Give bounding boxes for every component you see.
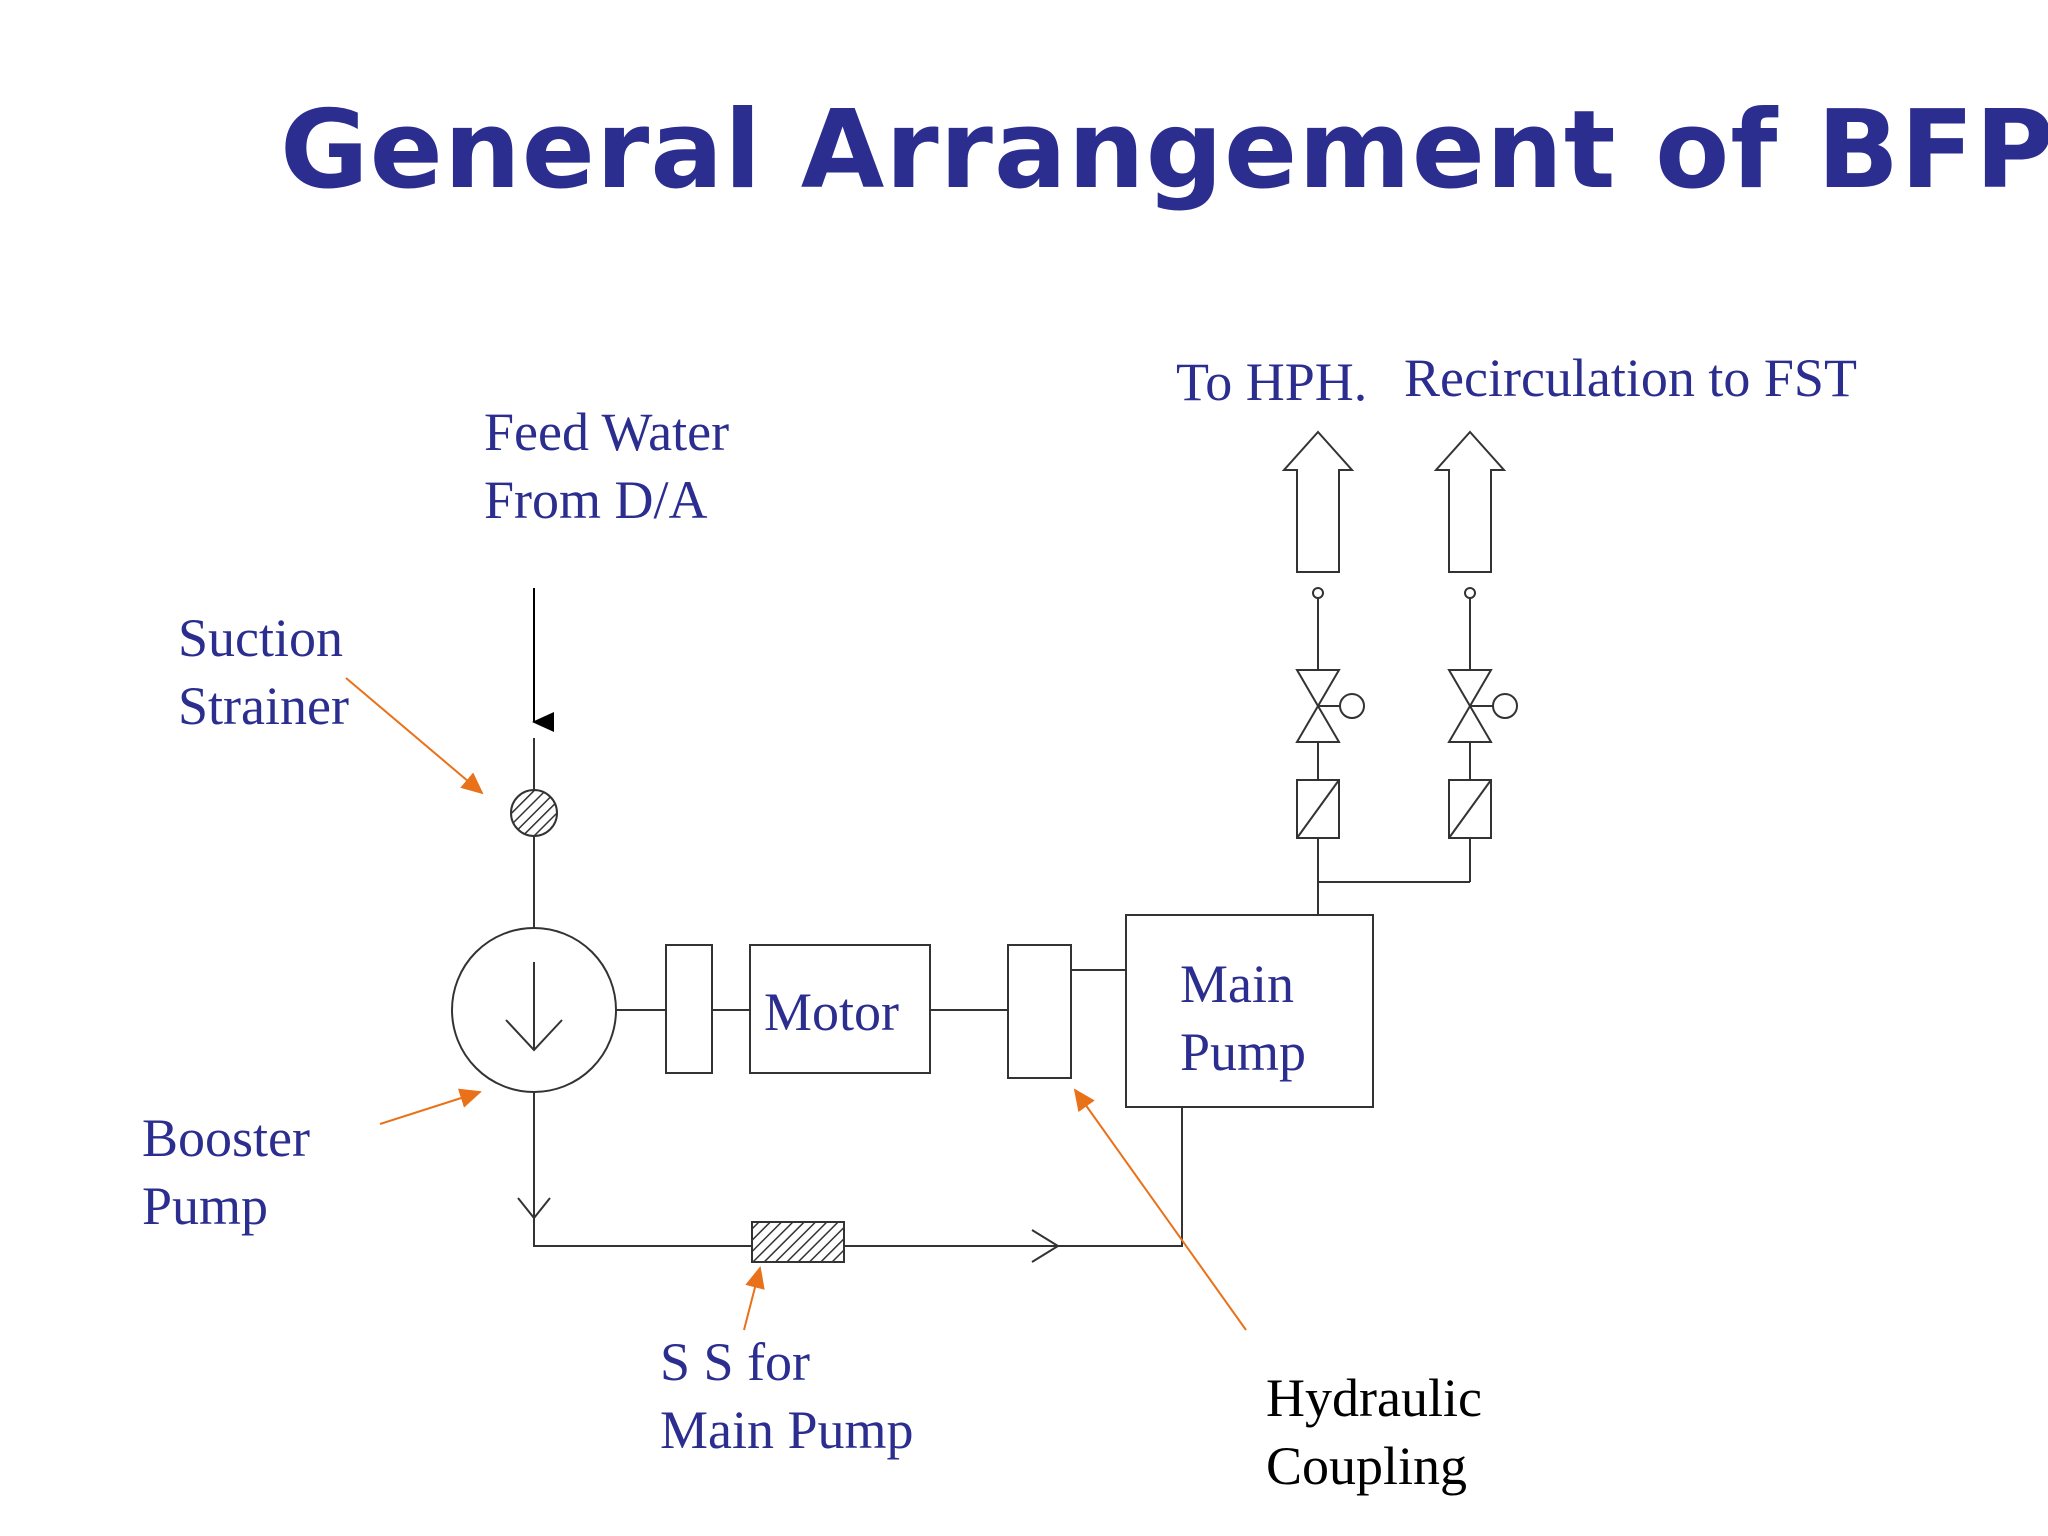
suction-strainer-symbol [510,789,558,837]
recirculation-label: Recirculation to FST [1404,348,1857,408]
fst-nrv-disc [1448,779,1492,839]
suction-strainer-label: Suction Strainer [178,608,349,736]
hydraulic-coupling-pointer [1073,1088,1247,1331]
hph-valve-actuator [1339,693,1365,719]
hph-tapping-point [1312,587,1324,599]
motor-label: Motor [764,982,899,1042]
hydraulic-coupling-label: Hydraulic Coupling [1266,1368,1482,1496]
ss-main-pump-pointer [743,1266,765,1331]
fst-valve-actuator [1492,693,1518,719]
booster-pump-label: Booster Pump [142,1108,310,1236]
main-pump-suction-arrow [1031,1229,1060,1263]
main-pump-label: Main Pump [1180,954,1307,1082]
hph-nrv-disc [1296,779,1340,839]
to-hph-label: To HPH. [1176,352,1368,412]
fst-tapping-point [1464,587,1476,599]
ss-main-pump-label: S S for Main Pump [660,1332,914,1460]
fst-outlet-arrow [1433,430,1507,573]
suction-strainer-pointer [345,677,484,795]
fst-control-valve [1447,669,1493,743]
slide-title: General Arrangement of BFP [280,88,2048,213]
booster-pump-pointer [379,1088,482,1125]
discharge-header [1317,881,1470,915]
main-pump-suction-pipe [844,1107,1183,1247]
hydraulic-coupling-box [1007,944,1072,1079]
hph-outlet-arrow [1281,430,1355,573]
feed-water-label: Feed Water From D/A [484,402,730,530]
main-pump-box [1125,914,1374,1108]
booster-discharge-arrow [517,1197,551,1220]
booster-pump-flow-head [505,1019,563,1052]
main-pump-suction-strainer [751,1221,845,1263]
hph-control-valve [1295,669,1341,743]
booster-discharge-pipe [533,1092,752,1247]
coupling-booster-motor [665,944,713,1074]
